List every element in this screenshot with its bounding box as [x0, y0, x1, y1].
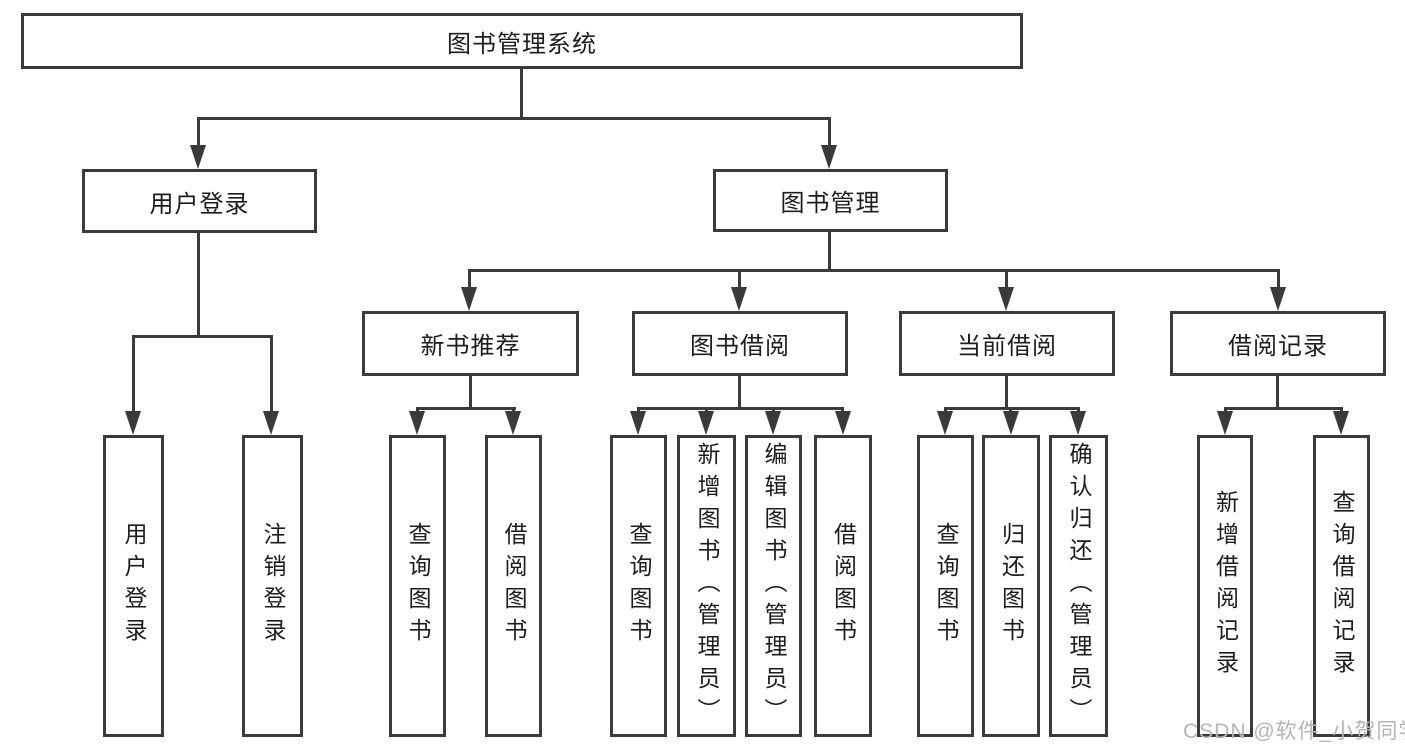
leaf-query-borrow-record: 查询借阅记录 — [1313, 435, 1370, 737]
leaf-borrow-book-recommend: 借阅图书 — [485, 435, 542, 737]
connector-line — [132, 335, 273, 338]
node-current-borrow: 当前借阅 — [899, 311, 1115, 376]
node-borrow-records: 借阅记录 — [1170, 311, 1386, 376]
leaf-query-book-recommend: 查询图书 — [389, 435, 446, 737]
leaf-add-book-admin: 新增图书（管理员） — [677, 435, 736, 737]
arrowhead-down-icon — [698, 411, 714, 435]
arrowhead-down-icon — [821, 145, 837, 169]
connector-line — [828, 232, 831, 271]
arrowhead-down-icon — [125, 411, 141, 435]
connector-line — [738, 376, 741, 410]
arrowhead-down-icon — [998, 287, 1014, 311]
leaf-logout: 注销登录 — [242, 435, 303, 737]
connector-line — [270, 335, 273, 415]
connector-line — [197, 233, 200, 337]
connector-line — [1224, 407, 1342, 410]
leaf-confirm-return-admin: 确认归还（管理员） — [1049, 435, 1108, 737]
connector-line — [520, 69, 523, 119]
connector-line — [637, 407, 844, 410]
connector-line — [1005, 376, 1008, 410]
leaf-return-book: 归还图书 — [982, 435, 1040, 737]
arrowhead-down-icon — [190, 145, 206, 169]
connector-line — [197, 117, 831, 120]
node-root: 图书管理系统 — [21, 13, 1023, 69]
connector-line — [828, 117, 831, 149]
connector-line — [1276, 376, 1279, 410]
connector-line — [1277, 269, 1280, 291]
arrowhead-down-icon — [1070, 411, 1086, 435]
leaf-query-book-borrow: 查询图书 — [610, 435, 667, 737]
connector-line — [468, 269, 471, 291]
arrowhead-down-icon — [1003, 411, 1019, 435]
connector-line — [197, 117, 200, 149]
leaf-add-borrow-record: 新增借阅记录 — [1197, 435, 1253, 737]
node-book-management: 图书管理 — [713, 169, 948, 232]
csdn-watermark: CSDN @软件_小贺同学 — [1183, 720, 1405, 743]
node-book-borrow: 图书借阅 — [632, 311, 848, 376]
leaf-user-login: 用户登录 — [103, 435, 164, 737]
arrowhead-down-icon — [937, 411, 953, 435]
arrowhead-down-icon — [1333, 411, 1349, 435]
connector-line — [1005, 269, 1008, 291]
arrowhead-down-icon — [731, 287, 747, 311]
arrowhead-down-icon — [835, 411, 851, 435]
connector-line — [469, 376, 472, 410]
arrowhead-down-icon — [1270, 287, 1286, 311]
connector-line — [738, 269, 741, 291]
leaf-edit-book-admin: 编辑图书（管理员） — [745, 435, 802, 737]
connector-line — [132, 335, 135, 415]
connector-line — [416, 407, 516, 410]
leaf-borrow-book: 借阅图书 — [814, 435, 872, 737]
arrowhead-down-icon — [630, 411, 646, 435]
arrowhead-down-icon — [765, 411, 781, 435]
arrowhead-down-icon — [409, 411, 425, 435]
node-user-login: 用户登录 — [82, 169, 317, 233]
arrowhead-down-icon — [263, 411, 279, 435]
arrowhead-down-icon — [1217, 411, 1233, 435]
leaf-query-book-current: 查询图书 — [917, 435, 974, 737]
arrowhead-down-icon — [461, 287, 477, 311]
connector-line — [468, 269, 1280, 272]
arrowhead-down-icon — [505, 411, 521, 435]
node-new-book-recommend: 新书推荐 — [362, 311, 579, 376]
